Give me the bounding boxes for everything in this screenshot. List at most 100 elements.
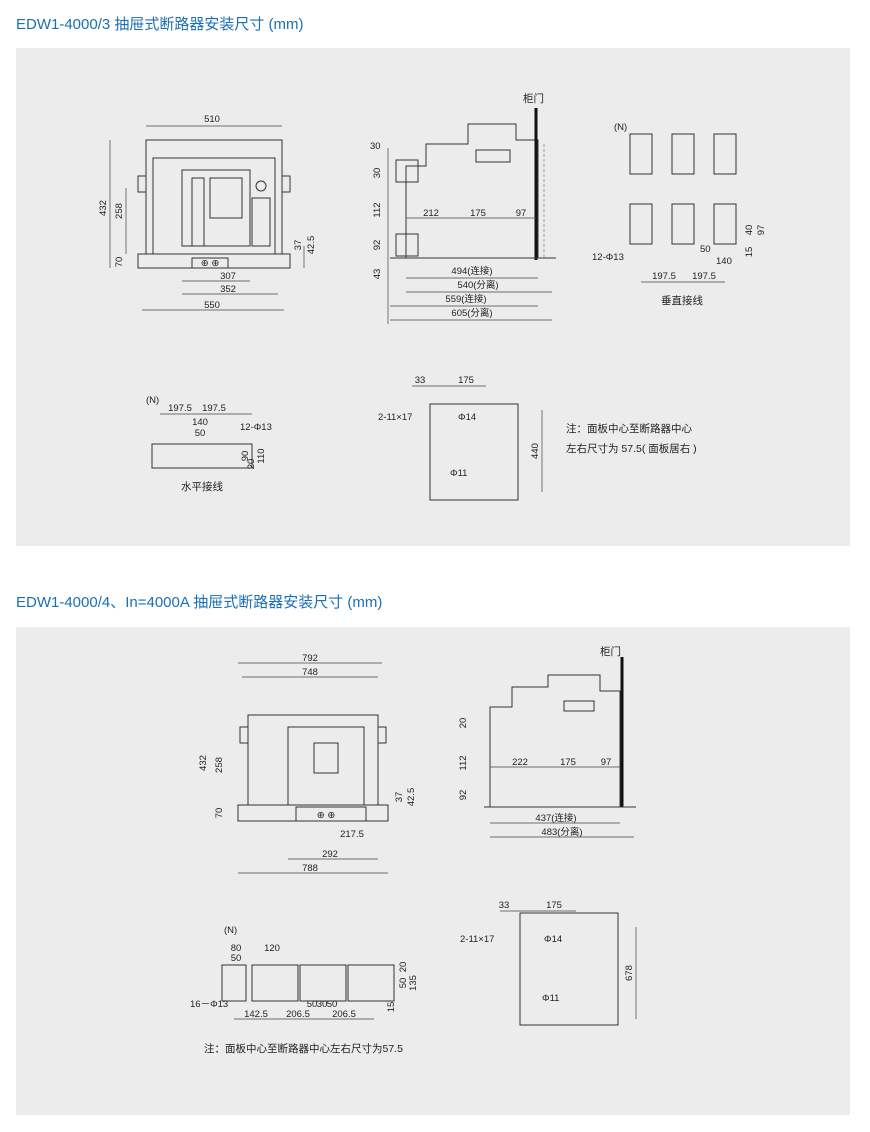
dim-70: 70 bbox=[114, 257, 125, 268]
dim2-292: 292 bbox=[322, 849, 338, 860]
busbar-dim-120: 120 bbox=[264, 943, 280, 954]
door2-dim-33: 33 bbox=[499, 900, 510, 911]
dim2-222: 222 bbox=[512, 757, 528, 768]
cabinet-door-label: 柜门 bbox=[523, 92, 544, 105]
dim-37: 37 bbox=[293, 240, 304, 251]
door-phi14-label: Φ14 bbox=[458, 412, 476, 423]
dim-97: 97 bbox=[516, 208, 527, 219]
dim-43: 43 bbox=[372, 269, 383, 280]
front-view-1: ⊕ ⊕ 510 432 258 70 37 42.5 307 352 550 bbox=[98, 114, 317, 311]
dim2-483: 483(分离) bbox=[541, 826, 582, 838]
note2: 注：面板中心至断路器中心左右尺寸为57.5 bbox=[204, 1042, 403, 1055]
horizontal-wiring: (N) 197.5 197.5 140 50 12-Φ13 20 90 110 … bbox=[146, 395, 272, 493]
note1-line1: 注：面板中心至断路器中心 bbox=[566, 422, 692, 435]
dim2-20: 20 bbox=[458, 718, 469, 729]
front-view-2: 792 748 ⊕ ⊕ 432 258 70 37 42.5 217.5 292… bbox=[198, 653, 417, 874]
side-view-2: 柜门 20 112 92 222 175 97 437(连接) 483(分离) bbox=[458, 645, 636, 838]
dim-510: 510 bbox=[204, 114, 220, 125]
dim2-70: 70 bbox=[214, 808, 225, 819]
vertical-dim-140: 140 bbox=[716, 256, 732, 267]
vertical-n-label: (N) bbox=[614, 122, 627, 133]
front-terminal-symbol: ⊕ ⊕ bbox=[201, 258, 220, 269]
vertical-wiring-label: 垂直接线 bbox=[661, 294, 703, 307]
door-phi11-label: Φ11 bbox=[450, 468, 467, 479]
dim2-37: 37 bbox=[394, 792, 405, 803]
door2-phi14-label: Φ14 bbox=[544, 934, 562, 945]
vertical-wiring: (N) 12-Φ13 50 140 197.5 197.5 40 97 15 垂… bbox=[592, 122, 767, 307]
diagram-panel-1: ⊕ ⊕ 510 432 258 70 37 42.5 307 352 550 柜… bbox=[16, 48, 850, 546]
door2-dim-678: 678 bbox=[624, 965, 635, 981]
note1-line2: 左右尺寸为 57.5( 面板居右 ) bbox=[566, 442, 697, 455]
side-view-1: 柜门 30 30 112 92 43 212 175 97 494(连接) 54… bbox=[370, 92, 556, 324]
dim-92: 92 bbox=[372, 240, 383, 251]
busbar-dim-20: 20 bbox=[398, 962, 409, 973]
dim-550: 550 bbox=[204, 300, 220, 311]
busbar-mid-30: 30 bbox=[317, 999, 328, 1010]
dim-748: 748 bbox=[302, 667, 318, 678]
door2-slots-label: 2-11×17 bbox=[460, 934, 494, 945]
busbar-hole-label: 16－Φ13 bbox=[190, 999, 228, 1010]
dim-258: 258 bbox=[114, 203, 125, 219]
busbar-n-label: (N) bbox=[224, 925, 237, 936]
dim-112: 112 bbox=[372, 202, 383, 217]
busbar-mid-50b: 50 bbox=[327, 999, 338, 1010]
dim-352: 352 bbox=[220, 284, 236, 295]
dim2-92: 92 bbox=[458, 790, 469, 801]
dim-175: 175 bbox=[470, 208, 486, 219]
vertical-dim-40: 40 bbox=[744, 225, 755, 236]
horizontal-wiring-label: 水平接线 bbox=[181, 480, 223, 493]
busbar-dim-80: 80 bbox=[231, 943, 242, 954]
vertical-hole-label: 12-Φ13 bbox=[592, 252, 624, 263]
busbar-dim-206b: 206.5 bbox=[332, 1009, 356, 1020]
vertical-dim-15: 15 bbox=[744, 247, 755, 258]
door-dim-33: 33 bbox=[415, 375, 426, 386]
door-cutout-1: 33 175 2-11×17 Φ14 Φ11 440 bbox=[378, 375, 543, 501]
horizontal-dim-197b: 197.5 bbox=[202, 403, 226, 414]
dim-605: 605(分离) bbox=[451, 307, 492, 319]
busbar-dim-50b: 50 bbox=[398, 978, 409, 989]
door2-phi11-label: Φ11 bbox=[542, 993, 559, 1004]
dim-494: 494(连接) bbox=[451, 265, 492, 277]
dim-559: 559(连接) bbox=[445, 293, 486, 305]
door-slots-label: 2-11×17 bbox=[378, 412, 412, 423]
dim2-217-5: 217.5 bbox=[340, 829, 364, 840]
dim2-437: 437(连接) bbox=[535, 812, 576, 824]
busbar-dim-50: 50 bbox=[231, 953, 242, 964]
front2-terminal-symbol: ⊕ ⊕ bbox=[317, 810, 336, 821]
busbar-layout-2: (N) 80 50 120 16－Φ13 15 135 50 20 50 30 … bbox=[190, 925, 419, 1020]
vertical-dim-197a: 197.5 bbox=[652, 271, 676, 282]
door-cutout-2: 33 175 2-11×17 Φ14 Φ11 678 bbox=[460, 900, 637, 1026]
vertical-dim-50: 50 bbox=[700, 244, 711, 255]
dim2-432: 432 bbox=[198, 755, 209, 771]
dim-42-5: 42.5 bbox=[306, 236, 317, 255]
dim2-112: 112 bbox=[458, 755, 469, 770]
horizontal-dim-50: 50 bbox=[195, 428, 206, 439]
diagram-2-svg: 792 748 ⊕ ⊕ 432 258 70 37 42.5 217.5 292… bbox=[190, 645, 637, 1055]
busbar-dim-142-5: 142.5 bbox=[244, 1009, 268, 1020]
diagram-1-svg: ⊕ ⊕ 510 432 258 70 37 42.5 307 352 550 柜… bbox=[98, 92, 767, 501]
dim2-258: 258 bbox=[214, 757, 225, 773]
section2-title: EDW1-4000/4、In=4000A 抽屉式断路器安装尺寸 (mm) bbox=[16, 594, 383, 611]
dim-307: 307 bbox=[220, 271, 236, 282]
horizontal-hole-label: 12-Φ13 bbox=[240, 422, 272, 433]
dim-792: 792 bbox=[302, 653, 318, 664]
door-dim-440: 440 bbox=[530, 443, 541, 459]
horizontal-dim-110: 110 bbox=[256, 448, 267, 463]
dim2-175: 175 bbox=[560, 757, 576, 768]
diagram-panel-2: 792 748 ⊕ ⊕ 432 258 70 37 42.5 217.5 292… bbox=[16, 627, 850, 1115]
horizontal-n-label: (N) bbox=[146, 395, 159, 406]
vertical-dim-97: 97 bbox=[756, 225, 767, 236]
dim2-42-5: 42.5 bbox=[406, 788, 417, 807]
busbar-dim-135: 135 bbox=[408, 975, 419, 991]
dim-212: 212 bbox=[423, 208, 439, 219]
door2-dim-175: 175 bbox=[546, 900, 562, 911]
busbar-dim-206a: 206.5 bbox=[286, 1009, 310, 1020]
horizontal-dim-140: 140 bbox=[192, 417, 208, 428]
dim-432: 432 bbox=[98, 200, 109, 216]
horizontal-dim-20: 20 bbox=[246, 459, 257, 470]
horizontal-dim-197a: 197.5 bbox=[168, 403, 192, 414]
door-dim-175: 175 bbox=[458, 375, 474, 386]
dim2-788: 788 bbox=[302, 863, 318, 874]
dim2-97: 97 bbox=[601, 757, 612, 768]
section1-title: EDW1-4000/3 抽屉式断路器安装尺寸 (mm) bbox=[16, 16, 304, 33]
